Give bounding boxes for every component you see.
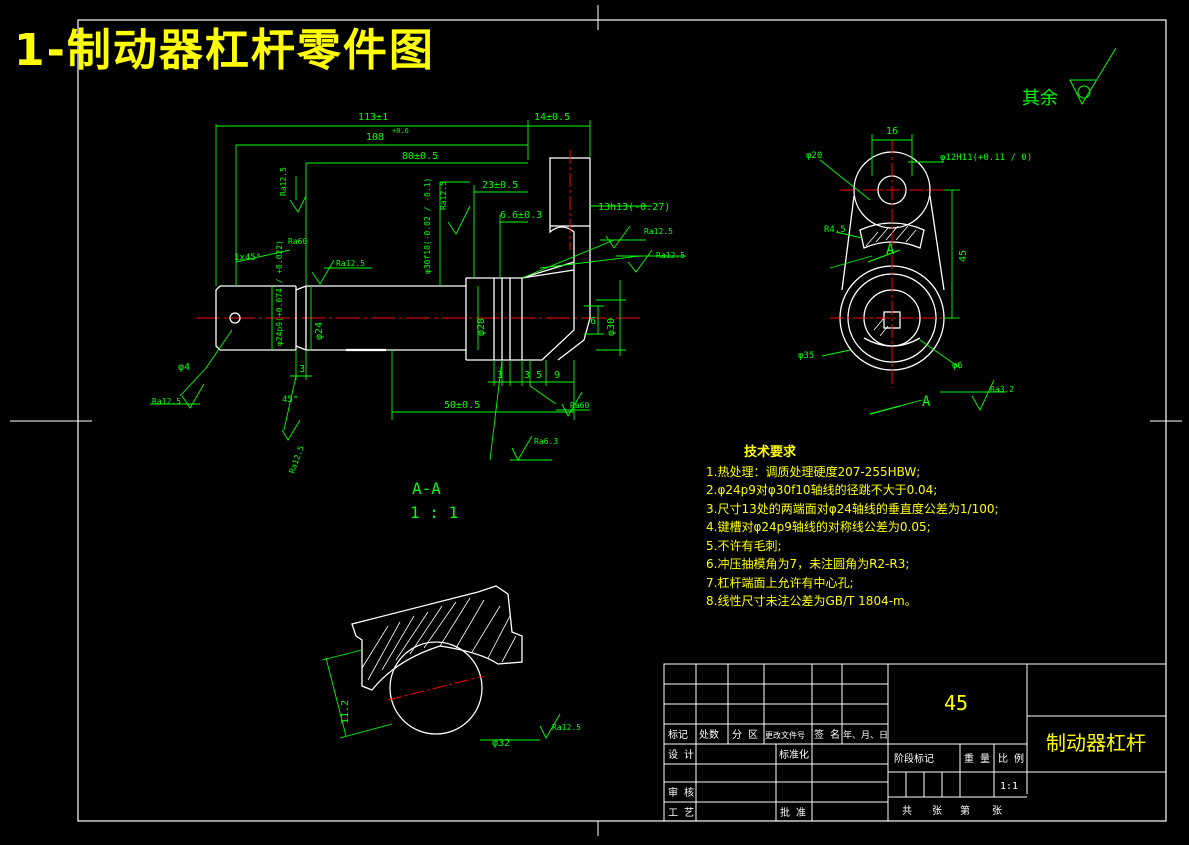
roughness-12: Ra12.5 (552, 723, 581, 732)
tb-fenqu: 分 区 (732, 729, 758, 741)
tech-item: 8.线性尺寸未注公差为GB/T 1804-m。 (706, 594, 917, 608)
side-dim-45: 45 (958, 250, 969, 262)
tb-sheji: 设 计 (668, 748, 694, 761)
main-view (150, 120, 1006, 739)
tb-bili: 比 例 (998, 752, 1024, 765)
section-scale: 1 : 1 (410, 503, 458, 522)
roughness-9: Ra60 (288, 237, 307, 246)
tb-chushu: 处数 (699, 728, 719, 741)
page-title: 1-制动器杠杆零件图 (14, 25, 435, 76)
side-dim-phi12: φ12H11(+0.11 / 0) (940, 153, 1032, 163)
dim-3b: 3 (497, 370, 503, 381)
dim-108-tol: +0.6 (392, 127, 409, 135)
dim-9: 9 (554, 370, 560, 381)
side-view-hatch (865, 225, 917, 337)
dim-108: 108 (366, 132, 384, 143)
tech-item: 5.不许有毛刺; (706, 538, 782, 553)
roughness-4: Ra12.5 (152, 397, 181, 406)
dim-5: 5 (536, 370, 542, 381)
tech-item: 2.φ24p9对φ30f10轴线的径跳不大于0.04; (706, 483, 938, 497)
dim-14: 14±0.5 (534, 112, 570, 123)
roughness-10: Ra60 (570, 401, 589, 410)
roughness-1: Ra12.5 (279, 167, 288, 196)
tech-item: 1.热处理：调质处理硬度207-255HBW; (706, 464, 921, 479)
tb-part-name: 制动器杠杆 (1046, 731, 1146, 755)
section-hatch (361, 597, 517, 681)
tech-item: 7.杠杆端面上允许有中心孔; (706, 575, 854, 590)
tb-scale: 1:1 (1000, 781, 1018, 792)
tb-di: 第 (960, 804, 970, 817)
section-dim-11: 11.2 (340, 700, 351, 724)
dim-13h13: 13h13(-0.27) (598, 202, 670, 213)
roughness-6: Ra12.5 (644, 227, 673, 236)
side-view (819, 134, 961, 415)
tech-item: 6.冲压抽模角为7，未注圆角为R2-R3; (706, 557, 910, 571)
main-dimension-lines (150, 120, 1006, 461)
roughness-2: Ra12.5 (439, 181, 448, 210)
roughness-5: Ra12.5 (287, 444, 305, 474)
title-block (663, 663, 1167, 822)
section-marker-a2: A (922, 394, 931, 410)
tb-pizhun: 批 准 (780, 806, 806, 819)
side-dim-r45: R4.5 (824, 225, 846, 235)
dim-chamfer: 1x45° (234, 253, 261, 263)
section-title: A-A (412, 479, 441, 498)
roughness-7: Ra12.5 (656, 251, 685, 260)
dim-3a: 3 (299, 364, 305, 375)
tb-shenhe: 审 核 (668, 786, 694, 799)
roughness-11: Ra3.2 (990, 385, 1014, 394)
technical-requirements: 技术要求 1.热处理：调质处理硬度207-255HBW; 2.φ24p9对φ30… (706, 444, 999, 611)
tech-item: 4.键槽对φ24p9轴线的对称线公差为0.05; (706, 520, 931, 534)
tech-item: 3.尺寸13处的两端面对φ24轴线的垂直度公差为1/100; (706, 501, 999, 516)
tb-zhang1: 张 (932, 805, 942, 817)
side-dim-16: 16 (886, 126, 898, 137)
tb-jieduan: 阶段标记 (894, 752, 934, 765)
tb-qianming: 签 名 (814, 728, 840, 741)
shaft-outline (215, 277, 523, 361)
tb-gengai: 更改文件号 (765, 730, 805, 740)
roughness-8: Ra6.3 (534, 437, 558, 446)
lever-arm-outline (521, 157, 591, 361)
dim-angle: 45° (282, 395, 298, 405)
section-marker-a1: A (886, 242, 895, 258)
roughness-other-label: 其余 (1022, 88, 1058, 109)
dim-hole: φ4 (178, 362, 190, 373)
side-dim-phi20: φ20 (806, 151, 822, 161)
roughness-3: Ra12.5 (336, 259, 365, 268)
dim-80: 80±0.5 (402, 151, 438, 162)
tb-material: 45 (944, 691, 968, 715)
tb-gong: 共 (902, 805, 912, 817)
tech-heading: 技术要求 (744, 445, 797, 460)
roughness-other-symbol (1069, 47, 1117, 106)
side-dim-phi35: φ35 (798, 351, 814, 361)
tb-biaozhun: 标准化 (779, 748, 809, 761)
side-dim-phi6: φ6 (952, 361, 963, 371)
tb-zhongliang: 重 量 (964, 752, 990, 765)
tb-date: 年、月、日 (843, 729, 888, 741)
dim-phi24: φ24 (314, 322, 325, 340)
dim-50: 50±0.5 (444, 400, 480, 411)
section-dim-phi32: φ32 (492, 738, 510, 749)
roughness-symbols (181, 195, 995, 739)
dim-3c: 3 (524, 370, 530, 381)
dim-23: 23±0.5 (482, 180, 518, 191)
tb-biaoji: 标记 (668, 729, 688, 741)
tb-zhang2: 张 (992, 805, 1002, 817)
dim-113: 113±1 (358, 112, 388, 123)
dim-phi30f10: φ30f10(-0.02 / -0.1) (423, 178, 432, 274)
dim-phi30: φ30 (606, 318, 617, 336)
dim-phi24p9: φ24p9(+0.074 / +0.022) (275, 240, 284, 346)
sheet-frame (10, 5, 1182, 836)
dim-6b: 6 (590, 316, 596, 327)
dim-6-6: 6.6±0.3 (500, 210, 542, 221)
dim-phi28: φ28 (476, 318, 487, 336)
section-view (321, 585, 540, 741)
tb-gongyi: 工 艺 (668, 807, 694, 819)
